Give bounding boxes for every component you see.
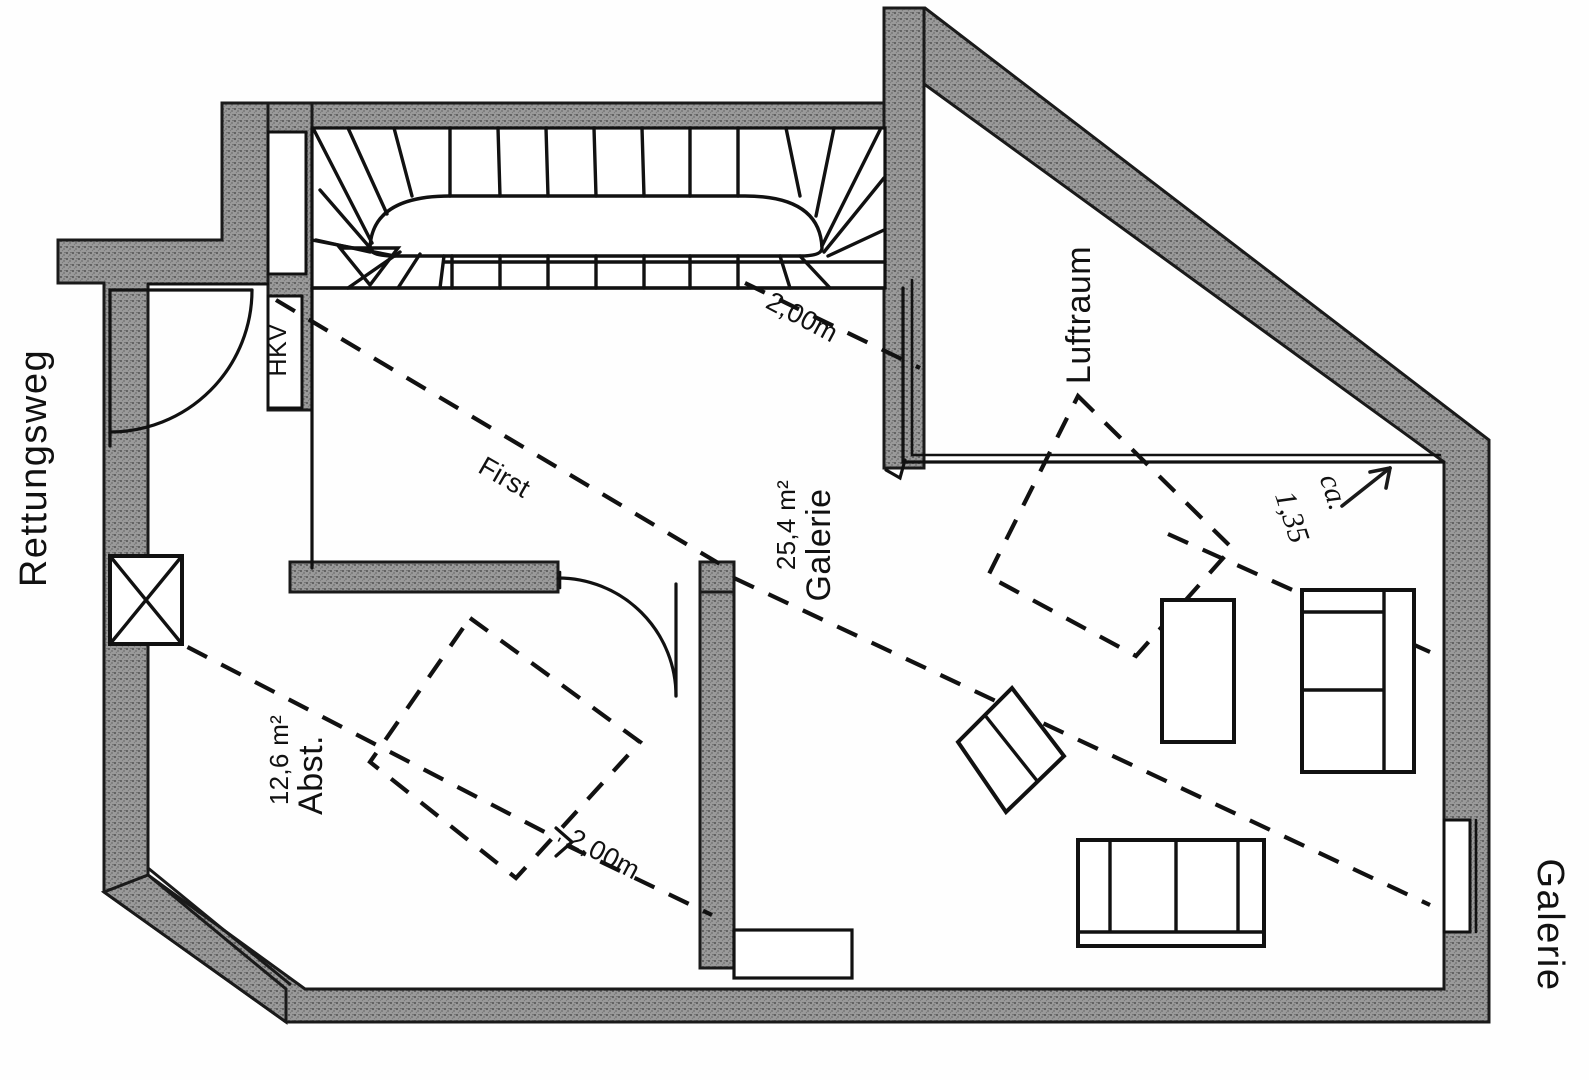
window-right-wall: [1442, 818, 1478, 934]
label-room-galerie: Galerie: [800, 488, 838, 601]
sofa-right: [1300, 588, 1416, 774]
door-entry-top-left[interactable]: [108, 288, 254, 448]
sofa-bottom: [1076, 838, 1266, 948]
dimension-line-lower-2m: [119, 610, 561, 842]
stair-direction-arrow: [336, 246, 402, 288]
staircase: [310, 126, 887, 290]
label-room-abst: Abst.: [292, 735, 330, 815]
label-edge-galerie: Galerie: [1529, 859, 1571, 992]
wall-abst-top-stub: [698, 560, 736, 594]
hkv-shaft: [266, 294, 304, 410]
dimension-tick-marks: [554, 458, 907, 858]
wall-abst-right: [698, 566, 736, 970]
ridge-line-first: [274, 298, 732, 572]
label-rettungsweg: Rettungsweg: [13, 349, 55, 587]
galerie-inner-lines: [146, 282, 314, 570]
dimension-line-upper-2m: [744, 281, 921, 370]
label-area-abst: 12,6 m²: [264, 715, 294, 805]
side-table-tall: [1160, 598, 1236, 744]
dimension-line-lower-2m-cont: [565, 843, 713, 917]
armchair-rotated: [955, 684, 1067, 816]
label-hkv: HKV: [264, 324, 292, 377]
chimney-shaft: [108, 554, 184, 646]
handwritten-measurement-note: [1340, 466, 1392, 508]
dashed-furniture-footprint-galerie: [985, 392, 1235, 659]
window-top-left: [266, 130, 308, 276]
window-bottom-wall: [732, 928, 854, 980]
wall-corner-chamfer-bottom-left: [100, 866, 292, 1025]
wall-abst-top: [288, 560, 560, 594]
door-abst-room[interactable]: [556, 570, 678, 698]
label-area-galerie: 25,4 m²: [771, 480, 801, 570]
ridge-line-first-cont: [733, 576, 1431, 907]
label-luftraum: Luftraum: [1060, 246, 1098, 384]
dashed-furniture-footprint-abst: [367, 615, 644, 881]
